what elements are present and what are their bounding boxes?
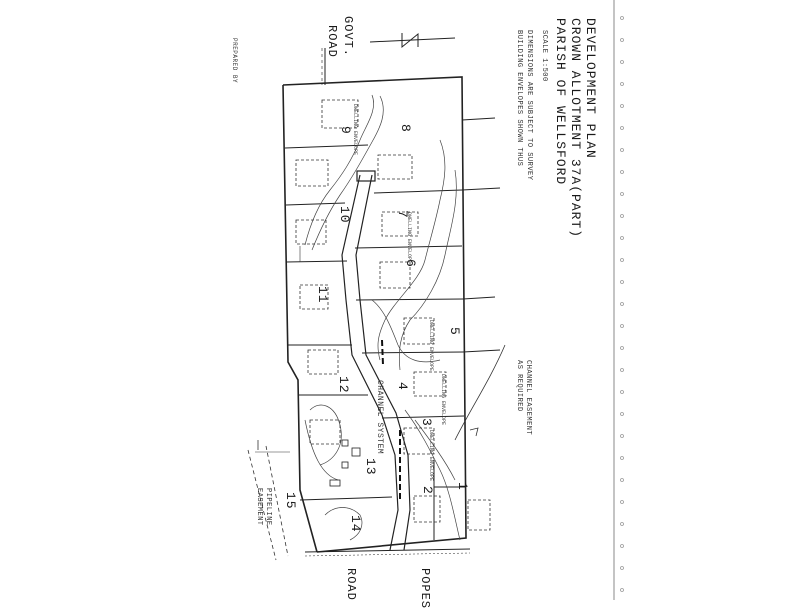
- pipeline-easement-label: PIPELINE EASEMENT: [254, 488, 272, 526]
- lot-boundaries: [284, 117, 501, 540]
- lot-number-10: 10: [337, 206, 352, 224]
- popes-road-label: POPES: [418, 568, 432, 609]
- govt-road-label-2: ROAD: [325, 25, 339, 58]
- lot-number-11: 11: [315, 286, 330, 304]
- popes-road-edge: [304, 548, 471, 557]
- govt-road-edge: [321, 48, 326, 85]
- pipeline-easement-line-2: EASEMENT: [255, 488, 263, 526]
- lot-number-3: 3: [419, 418, 434, 427]
- channel-easement-label: CHANNEL EASEMENT AS REQUIRED: [514, 360, 532, 435]
- envelope-label: DWELLING ENVELOPE: [440, 374, 446, 426]
- structures: [329, 439, 361, 487]
- lot-number-6: 6: [403, 259, 418, 268]
- lot-number-14: 14: [348, 515, 363, 533]
- envelope-label: DWELLING ENVELOPE: [428, 430, 434, 482]
- lot-number-5: 5: [447, 327, 462, 336]
- dimensions-note: DIMENSIONS ARE SUBJECT TO SURVEY: [525, 30, 533, 181]
- title-line-3: PARISH OF WELLSFORD: [553, 18, 568, 186]
- lot-number-12: 12: [336, 376, 351, 394]
- channel-system-label: CHANNEL SYSTEM: [375, 380, 384, 455]
- envelope-label: DWELLING ENVELOPE: [428, 320, 434, 372]
- lot-number-8: 8: [398, 124, 413, 133]
- pipeline-easement: [247, 440, 289, 561]
- channel-easement-arrow: [454, 344, 506, 441]
- lot-number-4: 4: [395, 382, 410, 391]
- scale-label: SCALE 1:500: [540, 30, 548, 82]
- title-line-1: DEVELOPMENT PLAN: [583, 18, 598, 159]
- envelopes-note: BUILDING ENVELOPES SHOWN THUS: [515, 30, 523, 167]
- envelope-label: DWELLING ENVELOPE: [406, 212, 412, 264]
- lot-number-9: 9: [338, 126, 353, 135]
- channel-system-line: [381, 339, 401, 500]
- lot-number-1: 1: [455, 482, 470, 491]
- access-road: [341, 170, 411, 551]
- building-envelopes: [295, 99, 491, 531]
- lot-number-13: 13: [363, 458, 378, 476]
- lot-number-2: 2: [420, 486, 435, 495]
- popes-road-suffix: ROAD: [344, 568, 358, 601]
- title-block: DEVELOPMENT PLAN CROWN ALLOTMENT 37A(PAR…: [553, 18, 598, 238]
- pipeline-easement-line-1: PIPELINE: [264, 488, 272, 526]
- subdivision-boundary: [282, 76, 467, 553]
- bearing-marks: [255, 246, 301, 453]
- prepared-by-block: PREPARED BY: [230, 38, 238, 83]
- govt-road-label-1: GOVT.: [341, 16, 355, 58]
- channel-easement-line-2: AS REQUIRED: [515, 360, 523, 412]
- punch-holes: [620, 16, 624, 592]
- contour-lines: [304, 94, 461, 541]
- channel-easement-line-1: CHANNEL EASEMENT: [524, 360, 532, 436]
- lot-number-15: 15: [283, 492, 298, 510]
- prepared-by-label: PREPARED BY: [231, 38, 238, 84]
- north-arrow-icon: [369, 32, 456, 49]
- title-line-2: CROWN ALLOTMENT 37A(PART): [568, 18, 583, 239]
- lot-number-7: 7: [395, 210, 410, 219]
